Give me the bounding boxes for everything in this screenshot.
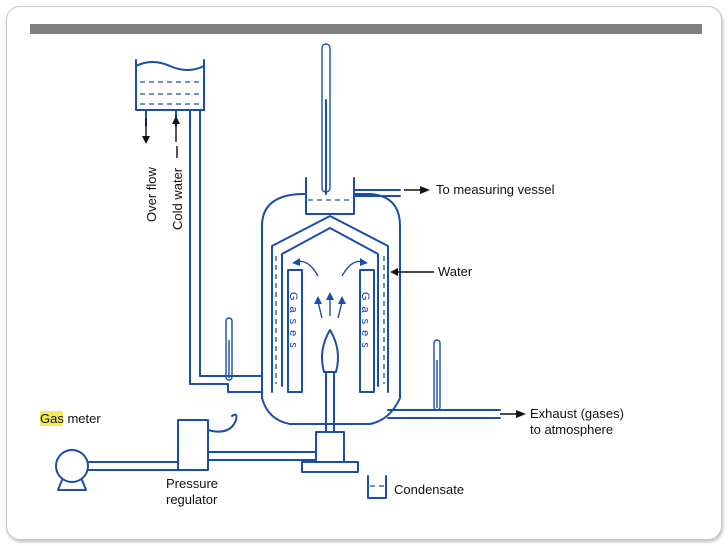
burner-flame: [321, 329, 339, 433]
top-thermometer: [321, 43, 331, 195]
to-measuring-vessel-label: To measuring vessel: [436, 182, 555, 197]
title-bar: [30, 24, 702, 34]
inlet-pipe: [189, 383, 263, 393]
to-atmosphere-label: to atmosphere: [530, 422, 613, 437]
gas-meter: [55, 449, 179, 491]
pressure-regulator: [177, 413, 241, 471]
water-label: Water: [438, 264, 473, 279]
tank-arrows: [142, 116, 180, 144]
calorimeter-shell: [261, 193, 401, 425]
gas-highlight: [40, 411, 63, 426]
exhaust-pipe: [387, 339, 526, 419]
over-flow-label: Over flow: [144, 166, 159, 222]
cold-water-label: Cold water: [170, 167, 185, 230]
regulator-label: regulator: [166, 492, 218, 507]
inlet-thermometer: [225, 317, 233, 381]
gases-left-label: Gases: [287, 292, 299, 354]
gas-meter-label: Gas meter: [40, 411, 101, 426]
condensate-cup: [367, 475, 387, 499]
gas-flow-arrows: [292, 258, 368, 319]
condensate-label: Condensate: [394, 482, 464, 497]
outlet-cup: [305, 177, 430, 215]
exhaust-label: Exhaust (gases): [530, 406, 624, 421]
burner-base: [239, 431, 359, 473]
flue-tubes: Gases Gases: [287, 269, 375, 393]
slide-frame: [6, 6, 722, 540]
pressure-label: Pressure: [166, 476, 218, 491]
gases-right-label: Gases: [359, 292, 371, 354]
